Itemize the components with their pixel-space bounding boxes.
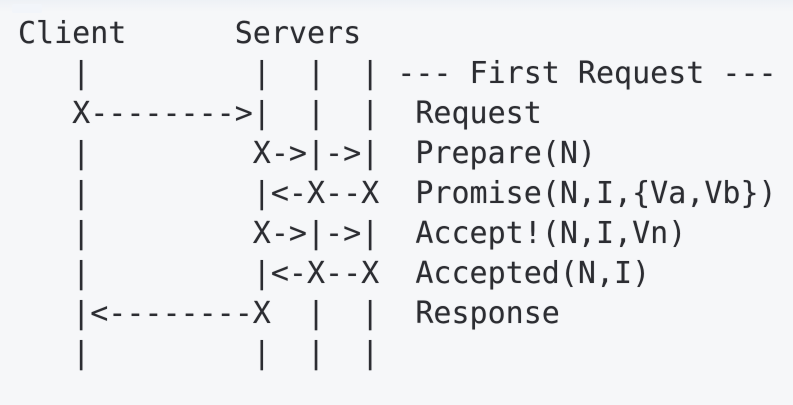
promise-message-line: | |<-X--X Promise(N,I,{Va,Vb}) [18,176,777,211]
lanes-tail-line: | | | | [18,336,380,371]
accept-message-line: | X->|->| Accept!(N,I,Vn) [18,216,687,251]
prepare-message-line: | X->|->| Prepare(N) [18,136,596,171]
top-edge-highlight [0,0,793,12]
top-edge-tab [12,4,42,13]
phase-label-line: | | | | --- First Request --- [18,56,777,91]
response-message-line: |<--------X | | Response [18,296,560,331]
actors-header-line: Client Servers [18,16,362,51]
paxos-sequence-diagram: Client Servers | | | | --- First Request… [18,14,777,374]
accepted-message-line: | |<-X--X Accepted(N,I) [18,256,651,291]
request-message-line: X-------->| | | Request [18,96,542,131]
